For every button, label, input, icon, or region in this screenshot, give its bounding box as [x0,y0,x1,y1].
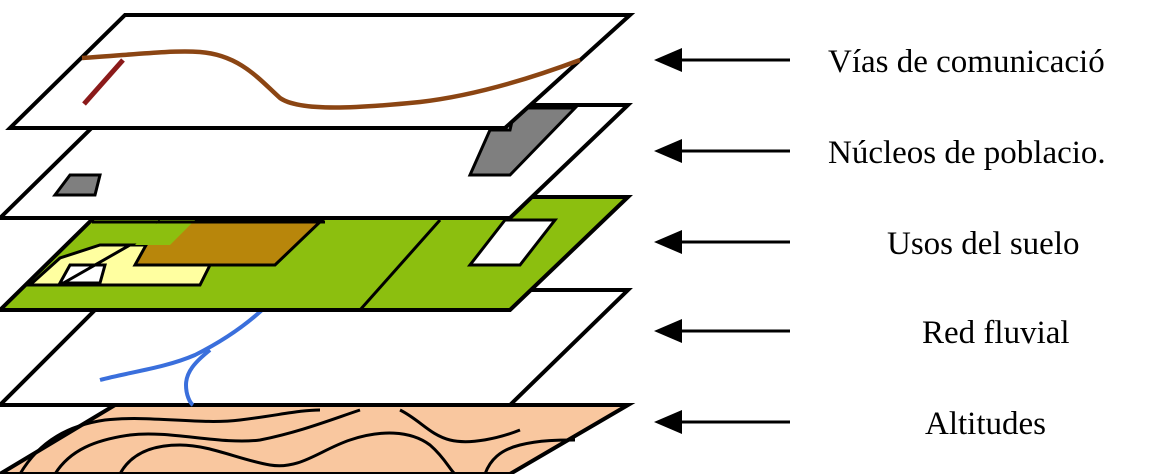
left-arrow-icon [654,48,790,72]
vias-plane [5,13,636,130]
contour-lines [18,408,576,474]
layer-nucleos [0,103,633,220]
left-arrow-icon [654,410,790,434]
label-altitudes: Altitudes [925,406,1046,442]
arrows [654,48,790,434]
left-arrow-icon [654,319,790,343]
river-lines [99,308,264,407]
label-nucleos: Núcleos de poblacio. [828,135,1106,171]
altitudes-plane [0,403,636,474]
label-red-fluvial: Red fluvial [922,315,1070,351]
left-arrow-icon [654,139,790,163]
label-usos: Usos del suelo [887,226,1080,262]
settlement-large [467,106,579,177]
green-fill [135,220,195,245]
secondary-road [82,58,125,106]
layer-altitudes [0,403,636,474]
label-vias: Vías de comunicació [828,44,1105,80]
parcel-divider [59,243,131,287]
layer-vias [5,13,636,130]
parcel-divider [358,219,442,311]
layer-usos-del-suelo [0,195,633,312]
urban-parcel [466,218,559,267]
settlement-small [52,173,102,197]
left-arrow-icon [654,230,790,254]
main-road [81,49,581,110]
